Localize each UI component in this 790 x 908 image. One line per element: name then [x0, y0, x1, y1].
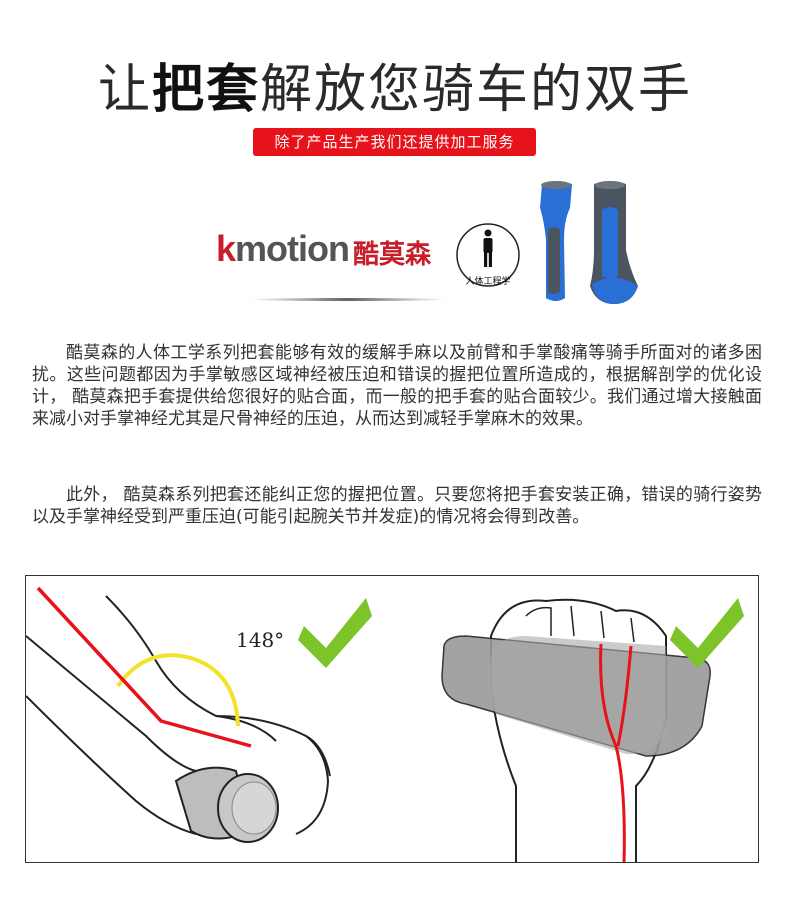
person-icon [483, 229, 493, 267]
subtitle-badge: 除了产品生产我们还提供加工服务 [253, 128, 536, 156]
grip-illustration: 148° [25, 575, 759, 863]
arm-side-view [26, 595, 331, 835]
logo-english: kmotion [216, 228, 350, 269]
nerve-line-right [616, 645, 633, 747]
grip-product-image [540, 181, 638, 304]
logo-underline [248, 298, 448, 301]
title-part1: 让 [97, 60, 152, 120]
intro-paragraph: 酷莫森的人体工学系列把套能够有效的缓解手麻以及前臂和手掌酸痛等骑手所面对的诸多困… [32, 343, 762, 429]
posture-paragraph: 此外， 酷莫森系列把套还能纠正您的握把位置。只要您将把手套安装正确，错误的骑行姿… [32, 485, 762, 527]
angle-label: 148° [236, 628, 285, 652]
blue-grip [540, 181, 572, 301]
handlebar-grip-side [174, 766, 279, 843]
ergonomics-badge [456, 223, 520, 287]
title-part2: 解放您骑车的双手 [260, 60, 693, 120]
page-title: 让把套解放您骑车的双手 [0, 58, 790, 122]
ergonomics-label: 人体工程学 [465, 277, 511, 287]
arm-axis-line [36, 586, 252, 748]
logo-chinese: 酷莫森 [353, 240, 432, 270]
nerve-line-left [599, 643, 626, 862]
checkmark-icon [298, 598, 372, 668]
gray-grip [590, 181, 638, 304]
brand-logo: kmotion 酷莫森 [216, 226, 456, 286]
checkmark-icon [670, 598, 744, 668]
illustration-drawing [26, 586, 744, 862]
angle-arc [116, 653, 240, 727]
title-bold: 把套 [151, 60, 260, 120]
